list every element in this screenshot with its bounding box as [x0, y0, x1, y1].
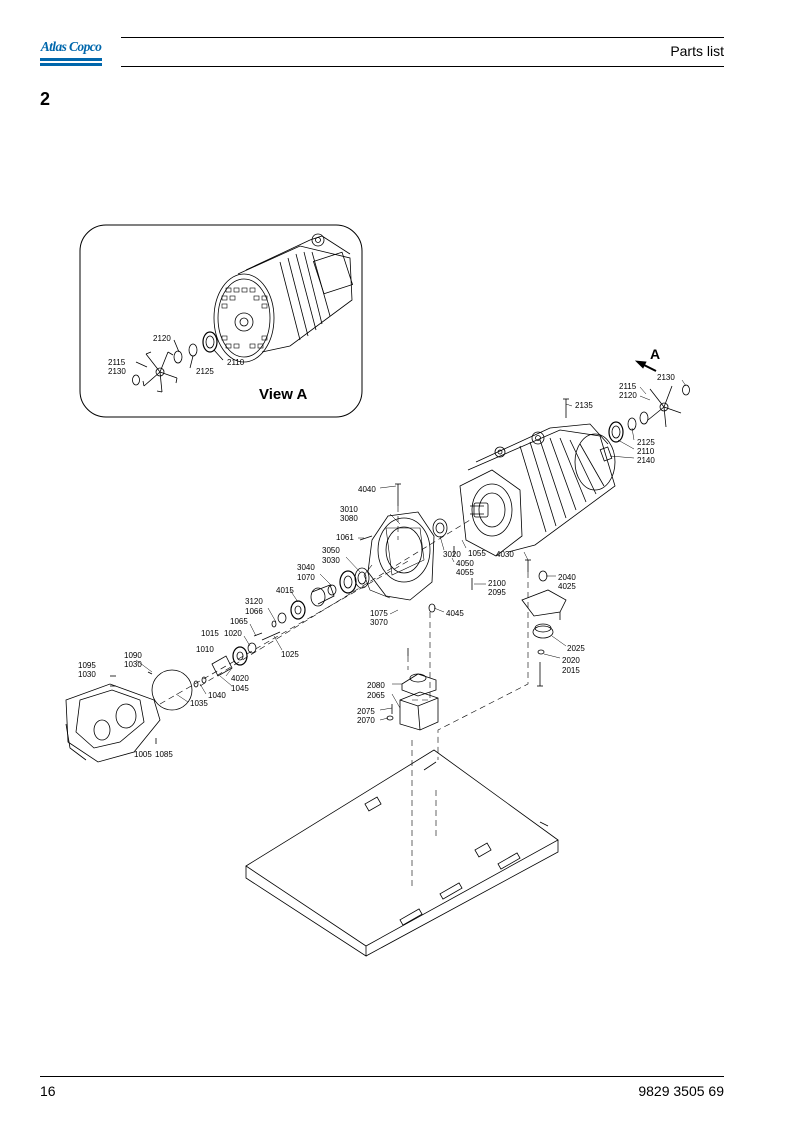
callout-3010: 3010	[340, 505, 358, 514]
inset-circlip	[173, 350, 183, 364]
callout-2065: 2065	[367, 691, 385, 700]
base-frame	[245, 749, 559, 957]
callout-2020: 2020	[562, 656, 580, 665]
leader-lines	[135, 379, 687, 721]
coupling-parts	[193, 518, 448, 688]
callout-2075: 2075	[357, 707, 375, 716]
document-number: 9829 3505 69	[638, 1083, 724, 1099]
callout-2080: 2080	[367, 681, 385, 690]
callout-1065: 1065	[230, 617, 248, 626]
callout-2100: 2100	[488, 579, 506, 588]
callout-3030: 3030	[322, 556, 340, 565]
callout-1066: 1066	[245, 607, 263, 616]
callout-1085: 1085	[155, 750, 173, 759]
callout-1070: 1070	[297, 573, 315, 582]
element-mount	[386, 673, 439, 731]
compressor-element	[65, 669, 193, 763]
callout-2140: 2140	[637, 456, 655, 465]
callout-1015: 1015	[201, 629, 219, 638]
callout-2125: 2125	[637, 438, 655, 447]
callout-3080: 3080	[340, 514, 358, 523]
fasteners	[110, 483, 561, 744]
assembly-lines	[159, 506, 529, 890]
electric-motor	[459, 423, 616, 557]
atlas-copco-logo: Atlas Copco	[40, 37, 102, 67]
logo-wordmark: Atlas Copco	[40, 39, 102, 54]
footer-rule	[40, 1076, 724, 1077]
inset-callout-2110: 2110	[227, 358, 245, 367]
inset-ring	[188, 343, 198, 357]
header-rule-bottom	[121, 66, 724, 67]
callout-3020: 3020	[443, 550, 461, 559]
callout-labels: 2130 2115 2120 2135 2125 2110 2140 4040 …	[78, 373, 675, 759]
callout-4040: 4040	[358, 485, 376, 494]
callout-2110: 2110	[637, 447, 655, 456]
callout-1035: 1035	[190, 699, 208, 708]
motor-fan-assembly	[563, 384, 690, 462]
inset-motor	[213, 233, 354, 363]
callout-2130: 2130	[657, 373, 675, 382]
callout-3070: 3070	[370, 618, 388, 627]
callout-4055: 4055	[456, 568, 474, 577]
callout-1030-lower: 1030	[78, 670, 96, 679]
callout-1020: 1020	[224, 629, 242, 638]
page-number: 16	[40, 1083, 56, 1099]
bell-housing	[363, 511, 435, 601]
callout-4050: 4050	[456, 559, 474, 568]
callout-3050: 3050	[322, 546, 340, 555]
callout-1045: 1045	[231, 684, 249, 693]
callout-1025: 1025	[281, 650, 299, 659]
callout-4030: 4030	[496, 550, 514, 559]
view-a-label: View A	[259, 386, 308, 403]
callout-2120: 2120	[619, 391, 637, 400]
callout-2015: 2015	[562, 666, 580, 675]
inset-callout-2125: 2125	[196, 367, 214, 376]
header-title: Parts list	[670, 43, 724, 59]
callout-1061: 1061	[336, 533, 354, 542]
callout-2095: 2095	[488, 588, 506, 597]
view-a-arrow: A	[634, 346, 660, 372]
callout-2040: 2040	[558, 573, 576, 582]
callout-4015: 4015	[276, 586, 294, 595]
inset-bearing	[202, 331, 218, 353]
callout-1090: 1090	[124, 651, 142, 660]
view-arrow-letter: A	[650, 346, 660, 362]
callout-4045: 4045	[446, 609, 464, 618]
inset-fan	[142, 351, 178, 393]
callout-3120: 3120	[245, 597, 263, 606]
callout-1010: 1010	[196, 645, 214, 654]
callout-3040: 3040	[297, 563, 315, 572]
callout-1055: 1055	[468, 549, 486, 558]
callout-4025: 4025	[558, 582, 576, 591]
callout-1075: 1075	[370, 609, 388, 618]
inset-callout-2115: 2115	[108, 358, 126, 367]
callout-2115: 2115	[619, 382, 637, 391]
callout-2135: 2135	[575, 401, 593, 410]
inset-ring-small	[132, 374, 140, 386]
header-rule-top	[121, 37, 724, 38]
callout-1030-upper: 1030	[124, 660, 142, 669]
callout-1095: 1095	[78, 661, 96, 670]
view-a-inset: 2120 2115 2130 2125 2110 View A	[79, 224, 363, 418]
section-number: 2	[40, 89, 51, 109]
callout-4020: 4020	[231, 674, 249, 683]
inset-callout-2120: 2120	[153, 334, 171, 343]
callout-2070: 2070	[357, 716, 375, 725]
callout-1040: 1040	[208, 691, 226, 700]
callout-2025: 2025	[567, 644, 585, 653]
inset-callout-2130: 2130	[108, 367, 126, 376]
callout-1005: 1005	[134, 750, 152, 759]
motor-support	[428, 570, 567, 655]
